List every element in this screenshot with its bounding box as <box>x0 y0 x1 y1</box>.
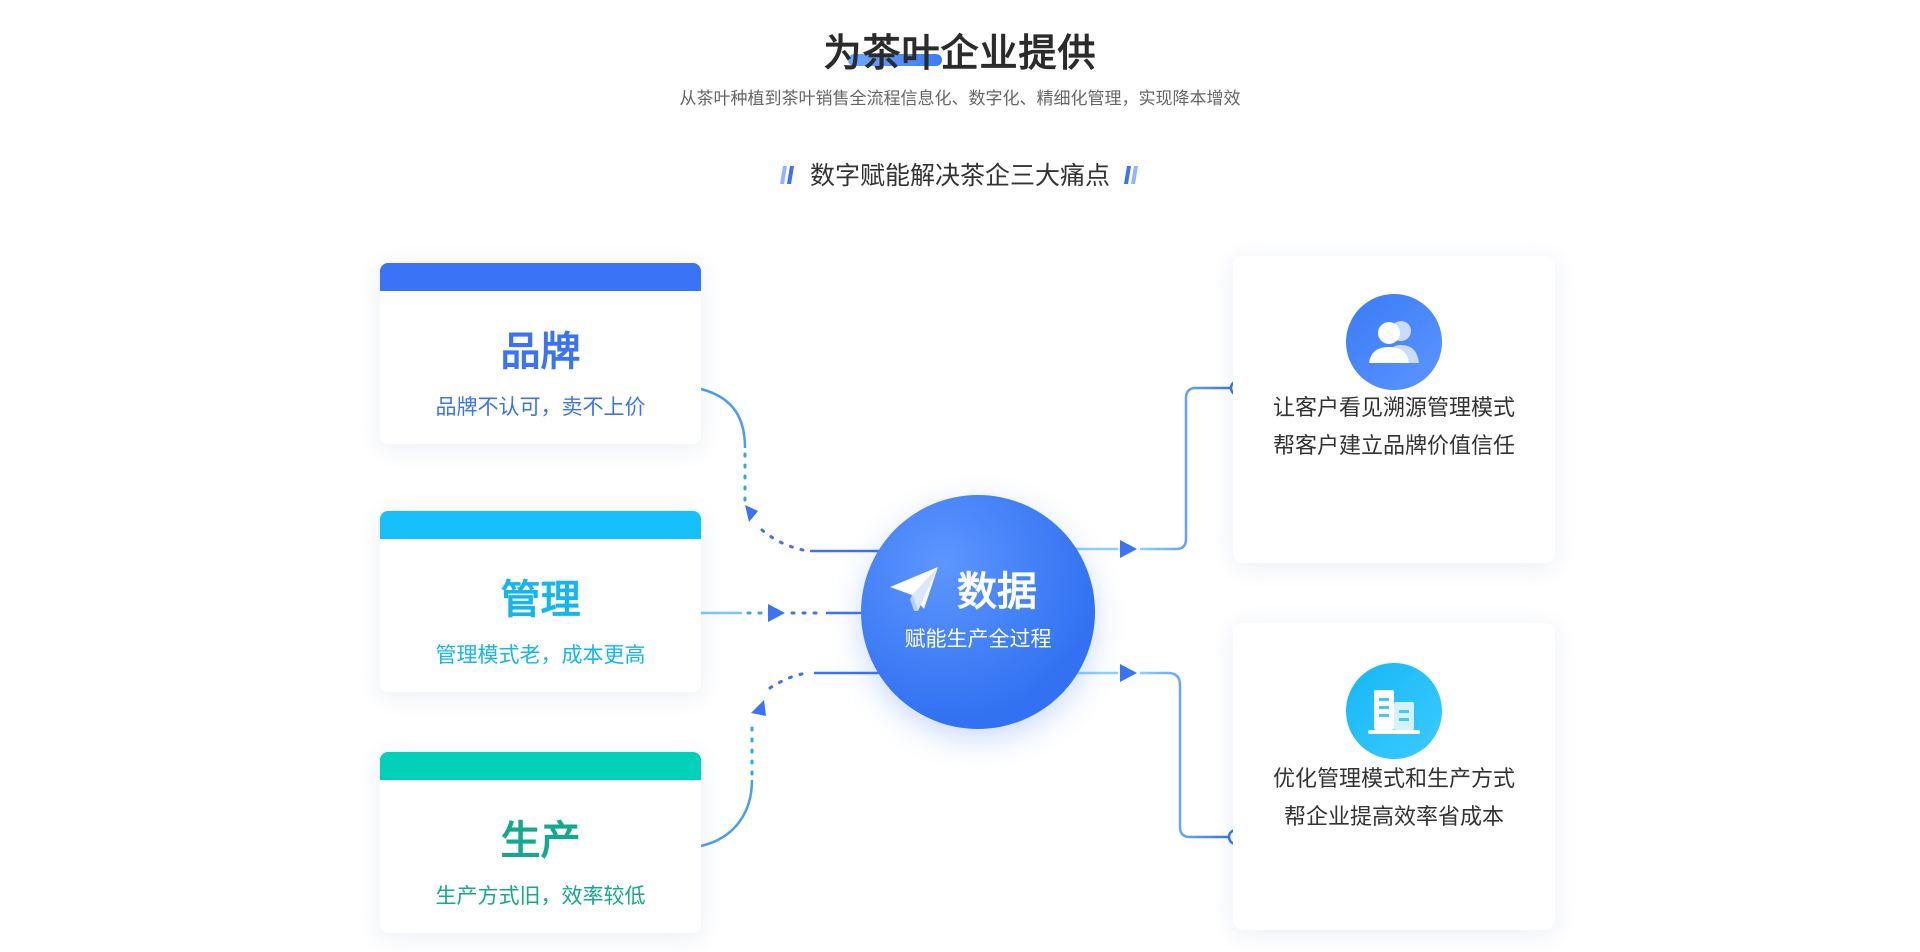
quote-left-icon <box>779 166 794 184</box>
pain-card-brand: 品牌 品牌不认可，卖不上价 <box>380 263 701 444</box>
outcome-card-trust: 让客户看见溯源管理模式 帮客户建立品牌价值信任 <box>1233 256 1555 563</box>
outcome-line-2: 帮客户建立品牌价值信任 <box>1272 434 1515 459</box>
header: 为茶叶企业提供 <box>0 22 1920 77</box>
connector-management <box>701 604 866 622</box>
card-header-bar <box>380 263 701 291</box>
buildings-icon <box>1368 690 1420 734</box>
card-title: 品牌 <box>500 329 581 375</box>
users-icon-badge <box>1346 294 1442 390</box>
quote-right-icon <box>1124 166 1138 184</box>
section-heading: 数字赋能解决茶企三大痛点 <box>0 156 1920 192</box>
card-title: 生产 <box>500 818 581 864</box>
card-description: 生产方式旧，效率较低 <box>435 884 646 908</box>
page-subtitle: 从茶叶种植到茶叶销售全流程信息化、数字化、精细化管理，实现降本增效 <box>679 89 1241 109</box>
connector-outcome-1 <box>1076 379 1247 558</box>
users-icon <box>1369 321 1419 363</box>
buildings-icon-badge <box>1346 663 1442 759</box>
card-header-bar <box>380 752 701 780</box>
page-title: 为茶叶企业提供 <box>823 31 1097 75</box>
card-title: 管理 <box>500 577 581 623</box>
card-description: 品牌不认可，卖不上价 <box>435 395 646 419</box>
outcome-line-1: 优化管理模式和生产方式 <box>1272 767 1515 792</box>
connector-outcome-2 <box>1076 664 1245 846</box>
section-title: 数字赋能解决茶企三大痛点 <box>809 161 1110 190</box>
title-underline <box>848 54 942 66</box>
outcome-line-1: 让客户看见溯源管理模式 <box>1272 396 1515 421</box>
hub-subtitle: 赋能生产全过程 <box>904 627 1052 651</box>
card-description: 管理模式老，成本更高 <box>435 643 646 667</box>
hub-title: 数据 <box>957 569 1037 615</box>
pain-card-management: 管理 管理模式老，成本更高 <box>380 511 701 692</box>
outcome-line-2: 帮企业提高效率省成本 <box>1283 805 1504 830</box>
connector-production <box>700 671 880 848</box>
paper-plane-icon <box>890 567 938 611</box>
data-hub: 数据 赋能生产全过程 <box>861 495 1095 729</box>
connector-brand <box>700 387 880 553</box>
card-header-bar <box>380 511 701 539</box>
pain-card-production: 生产 生产方式旧，效率较低 <box>380 752 701 933</box>
outcome-card-efficiency: 优化管理模式和生产方式 帮企业提高效率省成本 <box>1233 623 1555 930</box>
